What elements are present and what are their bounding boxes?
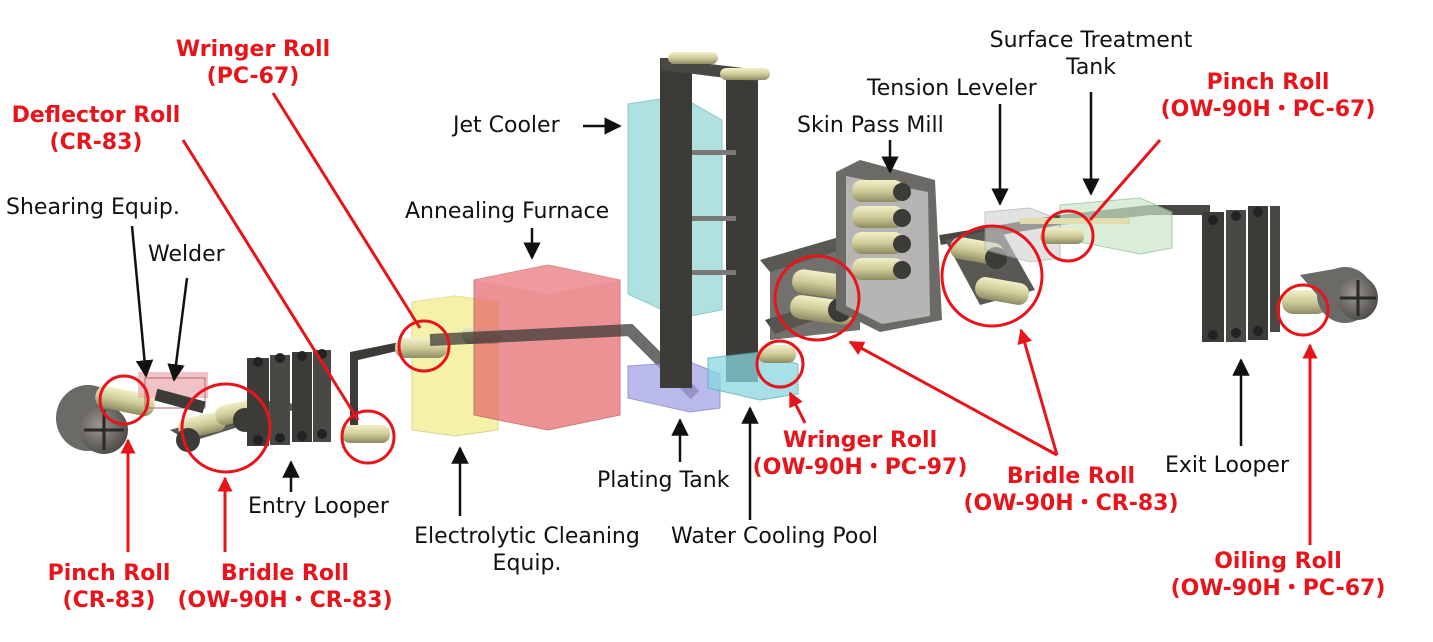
vertical-tower bbox=[660, 52, 770, 388]
annealing-furnace-label: Annealing Furnace bbox=[405, 199, 610, 224]
tension-reel bbox=[1317, 267, 1378, 323]
pinch-roll-exit-name: Pinch Roll bbox=[1206, 70, 1330, 95]
label-arrows bbox=[130, 92, 1250, 520]
entry-looper bbox=[247, 349, 331, 446]
surface-treatment-line-1: Surface Treatment bbox=[989, 28, 1193, 53]
wringer-roll-entry-circle bbox=[397, 319, 451, 373]
deflector-roll-label: Deflector Roll (CR-83) bbox=[4, 102, 188, 156]
tension-leveler-label: Tension Leveler bbox=[867, 76, 1037, 101]
deflector-roll-unit bbox=[342, 340, 410, 443]
oiling-roll-label: Oiling Roll (OW-90H・PC-67) bbox=[1162, 548, 1394, 602]
wringer-roll-entry-code: (PC-67) bbox=[206, 64, 300, 89]
deflector-roll-code: (CR-83) bbox=[49, 130, 143, 155]
bridle-roll-entry-name: Bridle Roll bbox=[220, 561, 350, 586]
plating-tank-label: Plating Tank bbox=[597, 468, 730, 493]
exit-looper-label: Exit Looper bbox=[1165, 453, 1289, 478]
bridle-roll-entry-label: Bridle Roll (OW-90H・CR-83) bbox=[170, 560, 400, 614]
callout-arrows bbox=[120, 92, 1318, 552]
wringer-roll-mid-code: (OW-90H・PC-97) bbox=[752, 455, 968, 480]
pinch-roll-exit-circle bbox=[1041, 209, 1095, 263]
skin-pass-mill-label: Skin Pass Mill bbox=[797, 113, 944, 138]
bridle-roll-exit-code: (OW-90H・CR-83) bbox=[963, 491, 1179, 516]
wringer-roll-entry-name: Wringer Roll bbox=[175, 37, 331, 62]
oiling-roll-code: (OW-90H・PC-67) bbox=[1170, 576, 1386, 601]
welder-label: Welder bbox=[148, 242, 225, 267]
deflector-roll-circle bbox=[340, 409, 396, 465]
bridle-roll-exit-label: Bridle Roll (OW-90H・CR-83) bbox=[955, 463, 1187, 517]
bridle-roll-exit-circle bbox=[940, 224, 1044, 328]
bridle-roll-skinpass-circle bbox=[773, 254, 861, 342]
surface-treatment-tank-box bbox=[1020, 197, 1173, 255]
skin-pass-mill bbox=[836, 160, 942, 332]
bridle-roll-entry-code: (OW-90H・CR-83) bbox=[177, 588, 393, 613]
exit-looper bbox=[1202, 206, 1280, 342]
bridle-roll-exit-name: Bridle Roll bbox=[1006, 464, 1136, 489]
deflector-roll-name: Deflector Roll bbox=[11, 103, 181, 128]
jet-cooler-label: Jet Cooler bbox=[453, 113, 560, 138]
pinch-roll-exit-code: (OW-90H・PC-67) bbox=[1160, 97, 1376, 122]
wringer-roll-mid-name: Wringer Roll bbox=[782, 428, 938, 453]
pinch-roll-entry-label: Pinch Roll (CR-83) bbox=[38, 560, 180, 614]
wringer-roll-entry-label: Wringer Roll (PC-67) bbox=[162, 36, 344, 90]
electrolytic-cleaning-line-1: Electrolytic Cleaning bbox=[414, 524, 640, 549]
pinch-roll-exit-label: Pinch Roll (OW-90H・PC-67) bbox=[1152, 69, 1384, 123]
callout-circles bbox=[98, 209, 1330, 474]
shearing-equip-label: Shearing Equip. bbox=[6, 195, 180, 220]
pinch-roll-entry-name: Pinch Roll bbox=[47, 561, 171, 586]
electrolytic-cleaning-line-2: Equip. bbox=[492, 551, 562, 576]
water-cooling-pool-label: Water Cooling Pool bbox=[671, 524, 878, 549]
electrolytic-cleaning-label: Electrolytic Cleaning Equip. bbox=[408, 523, 646, 577]
oiling-roll-circle bbox=[1276, 283, 1330, 337]
wringer-roll-mid-label: Wringer Roll (OW-90H・PC-97) bbox=[744, 427, 976, 481]
wringer-roll-mid-circle bbox=[755, 339, 805, 389]
surface-treatment-line-2: Tank bbox=[1066, 55, 1116, 80]
entry-looper-label: Entry Looper bbox=[248, 494, 389, 519]
pinch-roll-entry-circle bbox=[98, 374, 150, 426]
bridle-roll-entry-circle bbox=[180, 382, 272, 474]
pinch-roll-entry-code: (CR-83) bbox=[62, 588, 156, 613]
surface-treatment-tank-label: Surface Treatment Tank bbox=[980, 27, 1202, 81]
annealing-furnace-box bbox=[473, 264, 621, 431]
oiling-roll-name: Oiling Roll bbox=[1214, 549, 1342, 574]
